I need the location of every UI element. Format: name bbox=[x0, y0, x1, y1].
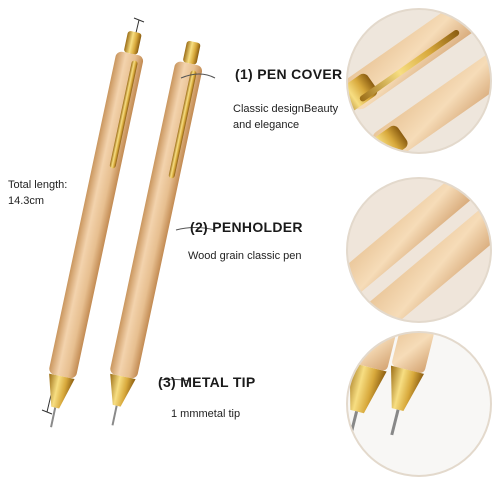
feature-title: METAL TIP bbox=[180, 374, 256, 390]
feature-desc-line1: 1 mmmetal tip bbox=[171, 408, 241, 420]
feature-title-penholder: (2) PENHOLDER bbox=[190, 219, 303, 235]
total-length-value: 14.3cm bbox=[8, 195, 45, 207]
feature-desc-pen-cover: Classic designBeauty and elegance bbox=[233, 101, 338, 133]
feature-number: (1) bbox=[235, 66, 254, 82]
feature-title: PEN COVER bbox=[257, 66, 343, 82]
pen-left bbox=[49, 31, 144, 428]
detail-pen-cover bbox=[346, 8, 492, 154]
feature-title-pen-cover: (1) PEN COVER bbox=[235, 66, 342, 82]
feature-number: (3) bbox=[158, 374, 177, 390]
feature-desc-metal-tip: 1 mmmetal tip bbox=[171, 406, 240, 422]
feature-number: (2) bbox=[190, 219, 209, 235]
detail-penholder bbox=[346, 177, 492, 323]
feature-desc-line1: Wood grain classic pen bbox=[188, 250, 302, 262]
feature-desc-penholder: Wood grain classic pen bbox=[188, 248, 302, 264]
callout-lines bbox=[159, 73, 216, 382]
total-length-text: Total length: 14.3cm bbox=[8, 177, 67, 209]
pen-right bbox=[110, 40, 203, 426]
feature-title: PENHOLDER bbox=[212, 219, 303, 235]
feature-desc-line1: Classic designBeauty bbox=[233, 103, 339, 115]
detail-metal-tip bbox=[346, 331, 492, 477]
feature-desc-line2: and elegance bbox=[233, 119, 300, 131]
feature-title-metal-tip: (3) METAL TIP bbox=[158, 374, 256, 390]
total-length-label: Total length: bbox=[8, 179, 68, 191]
